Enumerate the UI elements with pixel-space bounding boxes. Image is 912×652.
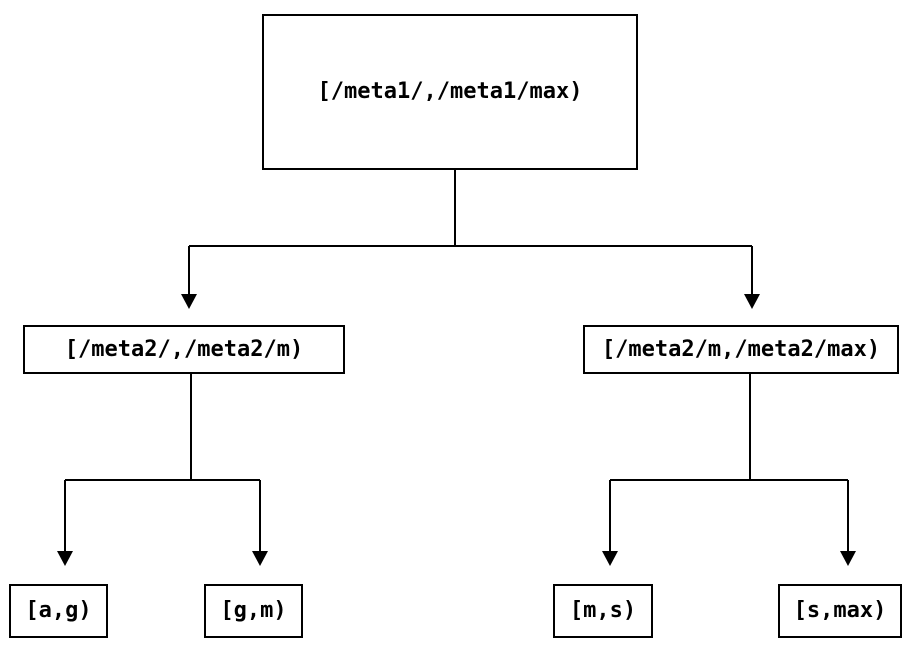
- node-left-child-interval: [/meta2/,/meta2/m): [23, 325, 345, 374]
- node-leaf-smax-interval: [s,max): [778, 584, 902, 638]
- arrowhead-down-to-left-child: [181, 294, 197, 309]
- edge-left-child-to-leaves: [57, 374, 268, 566]
- node-right-child-interval: [/meta2/m,/meta2/max): [583, 325, 899, 374]
- edge-right-child-connector-lines: [609, 374, 849, 551]
- arrowhead-down-to-leaf-gm: [252, 551, 268, 566]
- arrowhead-down-to-right-child: [744, 294, 760, 309]
- arrowhead-down-to-leaf-smax: [840, 551, 856, 566]
- node-root-interval: [/meta1/,/meta1/max): [262, 14, 638, 170]
- arrowhead-down-to-leaf-ag: [57, 551, 73, 566]
- edge-left-child-connector-lines: [64, 374, 261, 551]
- edge-root-connector-lines: [188, 170, 753, 294]
- arrowhead-down-to-leaf-ms: [602, 551, 618, 566]
- node-leaf-ms-interval: [m,s): [553, 584, 653, 638]
- node-leaf-ag-interval: [a,g): [9, 584, 108, 638]
- edge-right-child-to-leaves: [602, 374, 856, 566]
- node-leaf-gm-interval: [g,m): [204, 584, 303, 638]
- edge-root-to-children: [181, 170, 760, 309]
